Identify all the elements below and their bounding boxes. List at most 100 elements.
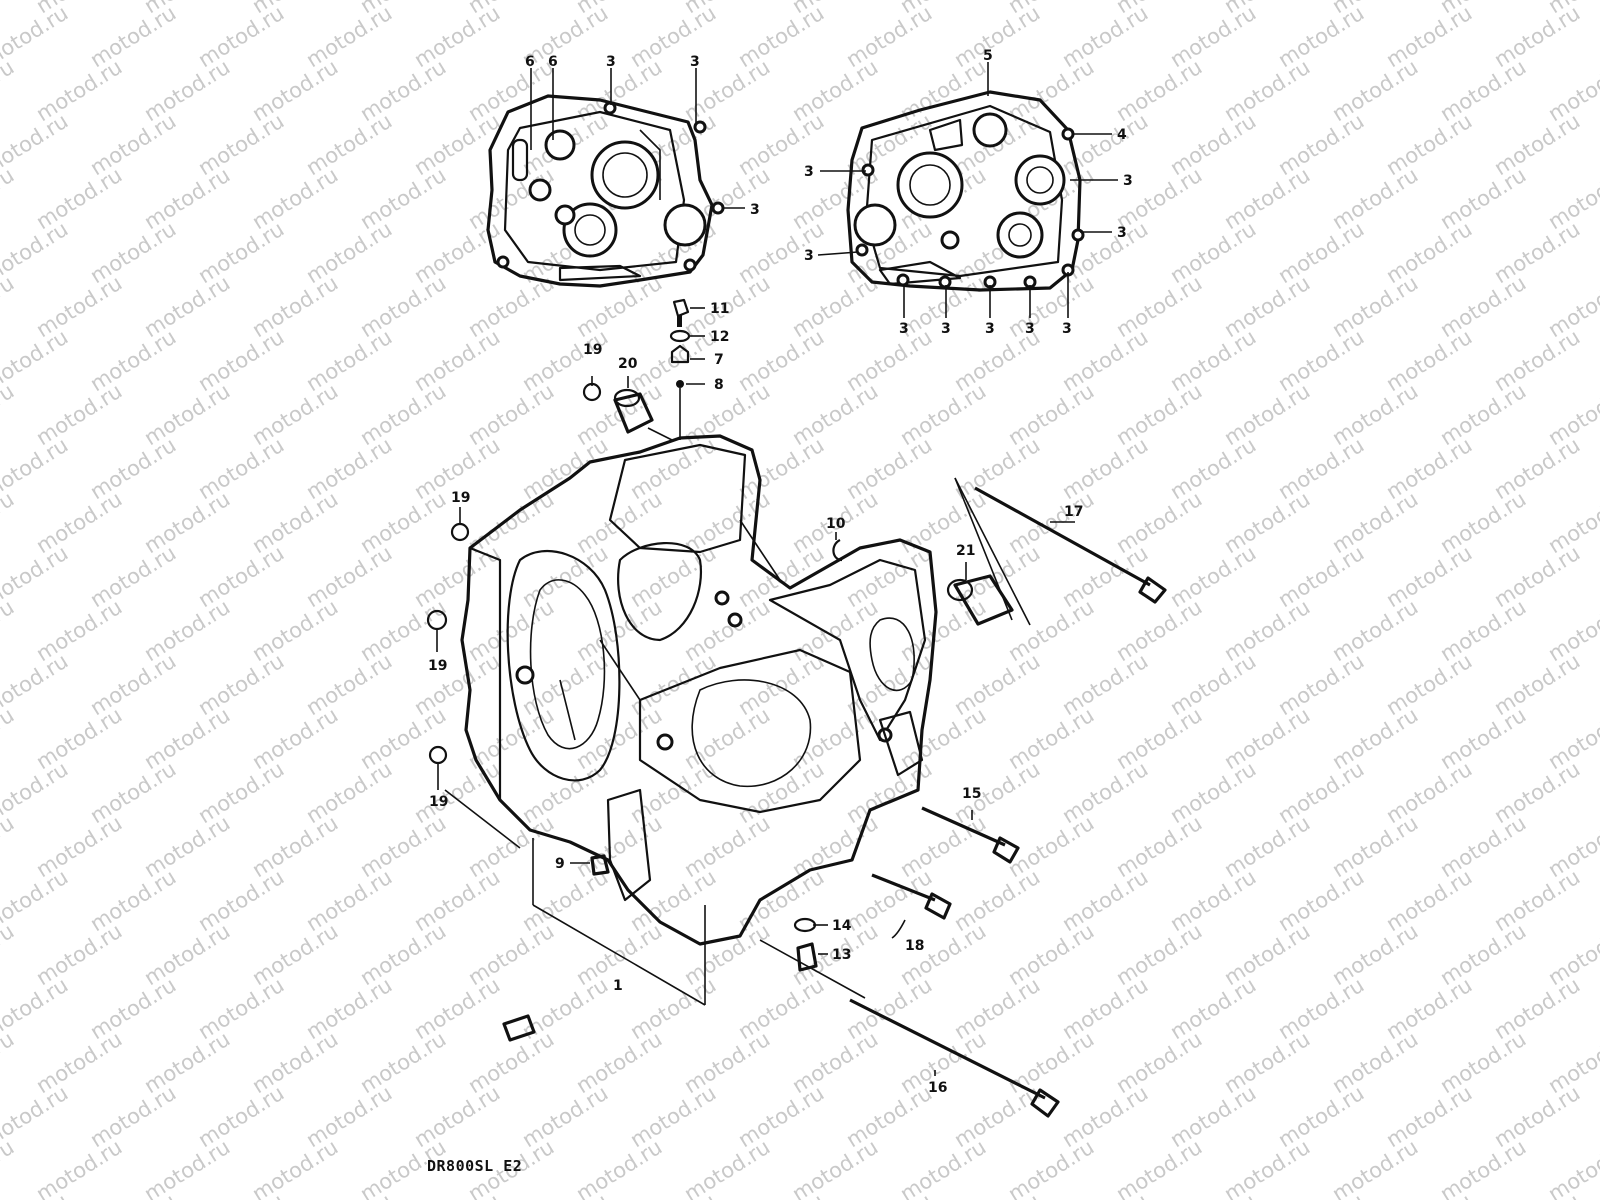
watermark-text: motod.ru: [248, 163, 342, 234]
watermark-text: motod.ru: [356, 811, 450, 882]
callout-4: 4: [1117, 127, 1127, 143]
callout-20: 20: [618, 356, 638, 372]
watermark-text: motod.ru: [518, 433, 612, 504]
watermark-text: motod.ru: [140, 1027, 234, 1098]
watermark-text: motod.ru: [680, 1027, 774, 1098]
watermark-text: motod.ru: [140, 271, 234, 342]
watermark-text: motod.ru: [248, 703, 342, 774]
watermark-text: motod.ru: [1328, 703, 1422, 774]
watermark-text: motod.ru: [1058, 1189, 1152, 1200]
watermark-text: motod.ru: [1382, 541, 1476, 612]
watermark-text: motod.ru: [32, 1135, 126, 1200]
callout-6: 6: [525, 54, 535, 70]
watermark-text: motod.ru: [1382, 1189, 1476, 1200]
watermark-text: motod.ru: [788, 271, 882, 342]
watermark-text: motod.ru: [734, 217, 828, 288]
watermark-text: motod.ru: [1436, 919, 1530, 990]
watermark-text: motod.ru: [518, 757, 612, 828]
watermark-text: motod.ru: [626, 1189, 720, 1200]
watermark-text: motod.ru: [1436, 487, 1530, 558]
watermark-text: motod.ru: [788, 703, 882, 774]
watermark-text: motod.ru: [1220, 271, 1314, 342]
watermark-text: motod.ru: [1328, 595, 1422, 666]
watermark-text: motod.ru: [140, 919, 234, 990]
watermark-text: motod.ru: [248, 487, 342, 558]
callout-16: 16: [928, 1080, 947, 1096]
watermark-text: motod.ru: [1058, 865, 1152, 936]
watermark-text: motod.ru: [572, 487, 666, 558]
callout-9: 9: [555, 856, 565, 872]
watermark-text: motod.ru: [140, 487, 234, 558]
watermark-text: motod.ru: [302, 433, 396, 504]
watermark-text: motod.ru: [302, 865, 396, 936]
watermark-text: motod.ru: [1166, 649, 1260, 720]
watermark-text: motod.ru: [0, 109, 72, 180]
watermark-text: motod.ru: [86, 865, 180, 936]
callout-3: 3: [804, 248, 814, 264]
watermark-text: motod.ru: [572, 1027, 666, 1098]
watermark-text: motod.ru: [626, 1, 720, 72]
watermark-text: motod.ru: [1490, 1189, 1584, 1200]
watermark-text: motod.ru: [1436, 1027, 1530, 1098]
watermark-text: motod.ru: [248, 55, 342, 126]
watermark-text: motod.ru: [1328, 487, 1422, 558]
watermark-text: motod.ru: [464, 55, 558, 126]
watermark-text: motod.ru: [680, 811, 774, 882]
watermark-text: motod.ru: [1058, 1081, 1152, 1152]
watermark-text: motod.ru: [1004, 55, 1098, 126]
watermark-text: motod.ru: [32, 271, 126, 342]
watermark-text: motod.ru: [356, 595, 450, 666]
watermark-text: motod.ru: [842, 1, 936, 72]
watermark-text: motod.ru: [1490, 973, 1584, 1044]
callout-19: 19: [429, 794, 448, 810]
watermark-text: motod.ru: [410, 541, 504, 612]
watermark-text: motod.ru: [1382, 325, 1476, 396]
watermark-text: motod.ru: [1490, 649, 1584, 720]
watermark-text: motod.ru: [1490, 757, 1584, 828]
watermark-text: motod.ru: [1058, 1, 1152, 72]
watermark-text: motod.ru: [86, 649, 180, 720]
watermark-text: motod.ru: [410, 1, 504, 72]
watermark-text: motod.ru: [1220, 811, 1314, 882]
callout-3: 3: [899, 321, 909, 337]
watermark-text: motod.ru: [302, 757, 396, 828]
watermark-text: motod.ru: [518, 865, 612, 936]
watermark-text: motod.ru: [518, 1081, 612, 1152]
watermark-text: motod.ru: [140, 703, 234, 774]
watermark-text: motod.ru: [1436, 379, 1530, 450]
callout-10: 10: [826, 516, 846, 532]
watermark-text: motod.ru: [1220, 487, 1314, 558]
watermark-text: motod.ru: [248, 379, 342, 450]
watermark-text: motod.ru: [1328, 271, 1422, 342]
watermark-text: motod.ru: [302, 649, 396, 720]
watermark-text: motod.ru: [248, 811, 342, 882]
watermark-text: motod.ru: [734, 433, 828, 504]
watermark-text: motod.ru: [140, 811, 234, 882]
watermark-text: motod.ru: [1274, 325, 1368, 396]
watermark-text: motod.ru: [86, 1189, 180, 1200]
watermark-text: motod.ru: [1220, 379, 1314, 450]
watermark-text: motod.ru: [1382, 865, 1476, 936]
watermark-text: motod.ru: [1058, 433, 1152, 504]
watermark-text: motod.ru: [0, 217, 72, 288]
watermark-text: motod.ru: [194, 649, 288, 720]
watermark-text: motod.ru: [248, 1135, 342, 1200]
watermark-text: motod.ru: [788, 379, 882, 450]
watermark-text: motod.ru: [1436, 1135, 1530, 1200]
watermark-text: motod.ru: [0, 1081, 72, 1152]
watermark-text: motod.ru: [86, 1, 180, 72]
watermark-text: motod.ru: [464, 1027, 558, 1098]
watermark-text: motod.ru: [356, 487, 450, 558]
watermark-text: motod.ru: [140, 163, 234, 234]
watermark-text: motod.ru: [1274, 433, 1368, 504]
callout-3: 3: [1025, 321, 1035, 337]
watermark-text: motod.ru: [1166, 973, 1260, 1044]
watermark-text: motod.ru: [680, 703, 774, 774]
watermark-text: motod.ru: [1328, 1027, 1422, 1098]
watermark-text: motod.ru: [1112, 595, 1206, 666]
watermark-text: motod.ru: [1166, 541, 1260, 612]
watermark-text: motod.ru: [410, 217, 504, 288]
watermark-text: motod.ru: [194, 1081, 288, 1152]
watermark-text: motod.ru: [0, 865, 72, 936]
